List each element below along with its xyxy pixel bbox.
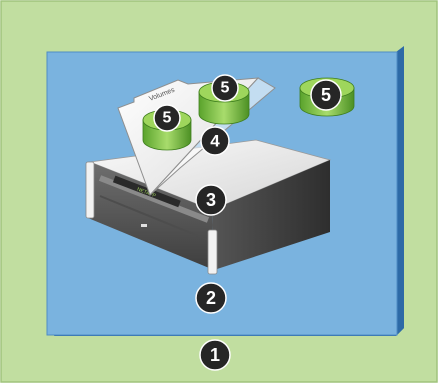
badge-folder: 4 (200, 126, 230, 156)
badge-disk-center-label: 5 (221, 80, 230, 97)
server-front-stripe-2 (99, 195, 209, 241)
badge-folder-label: 4 (210, 132, 220, 151)
server-front-stripe (98, 175, 210, 223)
badge-disk-center: 5 (211, 74, 239, 102)
server-slot-indicator (141, 224, 147, 227)
badge-outer-label: 1 (210, 345, 220, 365)
badge-server: 3 (195, 184, 227, 216)
badge-disk-right: 5 (310, 79, 342, 111)
server-side (212, 160, 330, 270)
badge-inner-label: 2 (206, 288, 216, 308)
badge-outer: 1 (199, 339, 231, 371)
badge-disk-left: 5 (153, 104, 181, 132)
badge-disk-right-label: 5 (321, 85, 331, 105)
inner-panel-shadow-side (396, 46, 404, 336)
server-handle-left (85, 161, 95, 219)
server-brand-bezel (112, 175, 181, 208)
server-handle-right (207, 229, 218, 275)
badge-server-label: 3 (206, 190, 216, 210)
badge-inner: 2 (195, 282, 227, 314)
badge-disk-left-label: 5 (163, 110, 172, 127)
